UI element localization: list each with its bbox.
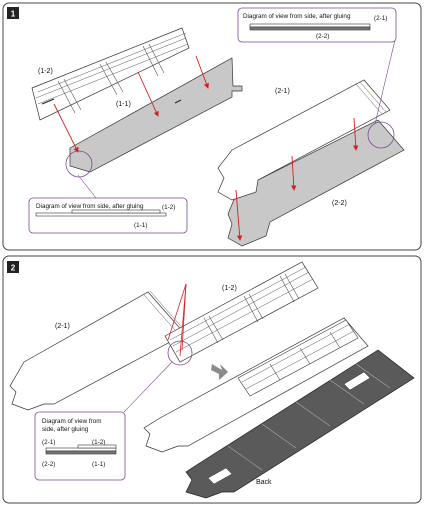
callout-left-caption: Diagram of view from side, after gluing bbox=[36, 203, 144, 210]
step-1-panel: 1 (1-2) (1-1) bbox=[2, 2, 422, 251]
step-2-number: 2 bbox=[11, 264, 16, 273]
step-2-panel: 2 (2-1) (1-2) bbox=[2, 255, 422, 504]
label-1-2: (1-2) bbox=[38, 68, 53, 75]
step-2-badge: 2 bbox=[7, 261, 19, 273]
label-1-2-step2: (1-2) bbox=[222, 285, 237, 292]
part-2-1-white-sheet bbox=[217, 79, 391, 201]
label-2-1-step2: (2-1) bbox=[55, 323, 70, 330]
part-2-1-sheet bbox=[9, 290, 187, 411]
red-arrows-left bbox=[53, 55, 209, 153]
part-1-2-strip-step2 bbox=[164, 261, 319, 363]
part-2-2-gray-sheet bbox=[227, 119, 405, 247]
callout-right: Diagram of view from side, after gluing … bbox=[237, 7, 397, 149]
label-2-1: (2-1) bbox=[275, 88, 290, 95]
step-1-number: 1 bbox=[11, 10, 16, 19]
back-label: Back bbox=[256, 479, 272, 486]
callout-step2-label-2-2: (2-2) bbox=[42, 461, 55, 468]
back-sheet bbox=[185, 349, 415, 499]
callout-left-top-label: (1-2) bbox=[162, 204, 175, 211]
step-1-badge: 1 bbox=[7, 7, 19, 19]
callout-right-bottom-label: (2-2) bbox=[316, 33, 329, 40]
callout-step2-caption-2: side, after gluing bbox=[42, 426, 89, 433]
callout-step2-label-1-1: (1-1) bbox=[92, 461, 105, 468]
part-1-2-strip bbox=[31, 27, 190, 121]
label-1-1: (1-1) bbox=[116, 101, 131, 108]
callout-left-bottom-label: (1-1) bbox=[134, 222, 147, 229]
label-2-2: (2-2) bbox=[332, 200, 347, 207]
callout-step2-label-1-2: (1-2) bbox=[92, 439, 105, 446]
assembled-sheet bbox=[143, 317, 369, 453]
red-arrows-right bbox=[235, 117, 359, 241]
callout-step2-caption-1: Diagram of view from bbox=[42, 418, 102, 425]
callout-right-top-label: (2-1) bbox=[374, 15, 387, 22]
callout-step2-label-2-1: (2-1) bbox=[42, 439, 55, 446]
callout-left: Diagram of view from side, after gluing … bbox=[28, 150, 188, 234]
callout-step2: Diagram of view from side, after gluing … bbox=[34, 340, 193, 481]
red-lines-step2 bbox=[167, 283, 187, 357]
callout-right-caption: Diagram of view from side, after gluing bbox=[243, 13, 351, 20]
progression-arrow bbox=[211, 364, 228, 380]
